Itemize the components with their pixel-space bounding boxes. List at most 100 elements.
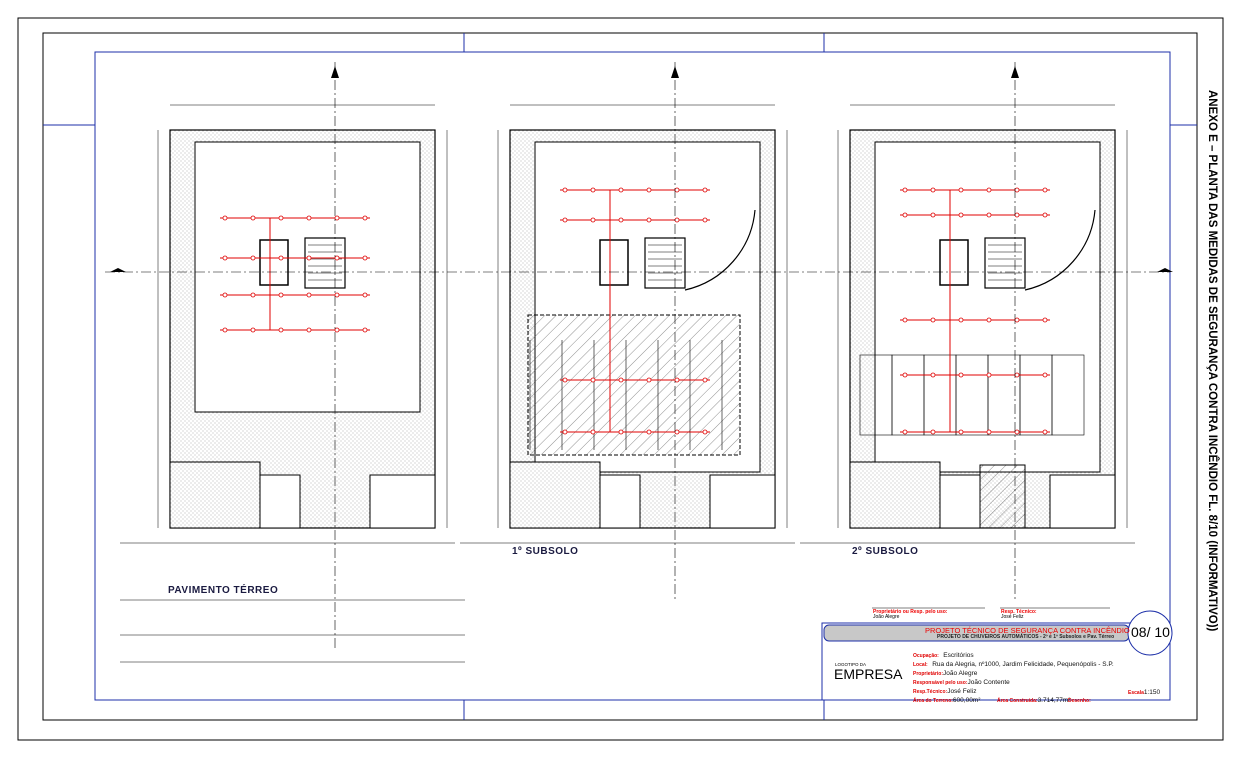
sprinkler-head: [1014, 429, 1020, 435]
owner-signature-name: João Alegre: [873, 614, 900, 620]
proprietario-row: Proprietário:João Alegre: [913, 662, 977, 680]
sprinkler-head: [618, 217, 624, 223]
sprinkler-head: [902, 317, 908, 323]
parking-space: [1051, 354, 1085, 436]
garden-area: [169, 461, 261, 529]
plan-title-basement-2: 2º SUBSOLO: [852, 546, 919, 557]
sprinkler-head: [562, 217, 568, 223]
sprinkler-head: [902, 372, 908, 378]
sprinkler-head: [334, 255, 340, 261]
sprinkler-head: [930, 372, 936, 378]
room-block: [1049, 474, 1116, 529]
sheet-number-circle: [1127, 610, 1173, 656]
sprinkler-head: [930, 429, 936, 435]
proprietario-label: Proprietário:: [913, 671, 944, 677]
sprinkler-head: [930, 212, 936, 218]
sprinkler-head: [902, 187, 908, 193]
sprinkler-head: [590, 377, 596, 383]
sprinkler-head: [306, 292, 312, 298]
sprinkler-head: [1042, 317, 1048, 323]
floor-plans: [105, 62, 1173, 663]
sprinkler-head: [702, 377, 708, 383]
sprinkler-head: [986, 317, 992, 323]
sprinkler-head: [902, 212, 908, 218]
sprinkler-head: [646, 429, 652, 435]
sheet-outer-border: [17, 17, 1224, 741]
sprinkler-head: [674, 429, 680, 435]
garden-area: [849, 461, 941, 529]
hatched-area: [979, 464, 1026, 529]
sprinkler-head: [306, 255, 312, 261]
sprinkler-head: [562, 429, 568, 435]
section-marker-icon: [671, 66, 679, 78]
section-marker-icon: [331, 66, 339, 78]
area-terreno-label: Área do Terreno:: [913, 698, 953, 704]
area-construida-label: Área Construída:: [997, 698, 1038, 704]
frame-tick-marks: [43, 33, 1197, 720]
responsavel-value: João Contente: [967, 679, 1010, 686]
resp-tecnico-row: Resp.Técnico:José Feliz: [913, 680, 976, 698]
owner-signature-label: Proprietário ou Resp. pelo uso:: [873, 609, 948, 615]
sprinkler-head: [1042, 187, 1048, 193]
sprinkler-head: [986, 212, 992, 218]
sprinkler-head: [958, 317, 964, 323]
tech-signature-name: José Feliz: [1001, 614, 1024, 620]
sprinkler-head: [702, 187, 708, 193]
sprinkler-head: [562, 377, 568, 383]
resp-tecnico-value: José Feliz: [947, 688, 977, 695]
area-construida-row: Área Construída:3.714,77m²: [997, 689, 1070, 707]
room-block: [939, 474, 981, 529]
ocupacao-row: Ocupação: Escritórios: [913, 644, 974, 662]
ocupacao-value: Escritórios: [943, 652, 974, 659]
sprinkler-head: [222, 255, 228, 261]
sprinkler-head: [1042, 372, 1048, 378]
logo-caption: LOGOTIPO DA: [835, 662, 867, 667]
sprinkler-head: [222, 292, 228, 298]
building-interior: [874, 141, 1101, 473]
section-marker-icon: [110, 268, 126, 272]
title-block: [821, 607, 1173, 701]
sprinkler-head: [986, 187, 992, 193]
sprinkler-head: [986, 372, 992, 378]
sprinkler-head: [1014, 187, 1020, 193]
plan-title-basement-1: 1º SUBSOLO: [512, 546, 579, 557]
sprinkler-head: [278, 292, 284, 298]
sheet-number: 08/ 10: [1131, 624, 1170, 640]
sprinkler-head: [362, 292, 368, 298]
sprinkler-head: [278, 215, 284, 221]
room-block: [599, 474, 641, 529]
company-logo: EMPRESA: [834, 666, 903, 682]
room-block: [259, 474, 301, 529]
sprinkler-head: [902, 429, 908, 435]
escala-label: Escala: [1128, 690, 1144, 696]
sprinkler-head: [590, 217, 596, 223]
project-title: PROJETO TÉCNICO DE SEGURANÇA CONTRA INCÊ…: [925, 626, 1130, 635]
ramp-curve: [1024, 209, 1096, 291]
area-terreno-row: Área do Terreno:600,00m²: [913, 689, 980, 707]
local-row: Local: Rua da Alegria, nº1000, Jardim Fe…: [913, 653, 1114, 671]
sprinkler-head: [674, 187, 680, 193]
sprinkler-head: [278, 327, 284, 333]
elevator-shaft: [599, 239, 629, 286]
proprietario-value: João Alegre: [943, 670, 978, 677]
sprinkler-head: [250, 215, 256, 221]
sheet-inner-border: [42, 32, 1198, 721]
sprinkler-head: [958, 187, 964, 193]
sprinkler-head: [646, 377, 652, 383]
desenho-label: Desenho:: [1068, 698, 1091, 704]
section-marker-icon: [1011, 66, 1019, 78]
area-terreno-value: 600,00m²: [952, 697, 981, 704]
sprinkler-head: [334, 327, 340, 333]
area-construida-value: 3.714,77m²: [1037, 697, 1071, 704]
sprinkler-head: [618, 187, 624, 193]
sprinkler-head: [674, 217, 680, 223]
sprinkler-head: [362, 215, 368, 221]
stair-core: [984, 237, 1026, 289]
sprinkler-head: [222, 327, 228, 333]
sprinkler-head: [250, 255, 256, 261]
room-block: [709, 474, 776, 529]
sprinkler-head: [562, 187, 568, 193]
sprinkler-head: [250, 327, 256, 333]
sprinkler-head: [930, 317, 936, 323]
sprinkler-head: [958, 212, 964, 218]
